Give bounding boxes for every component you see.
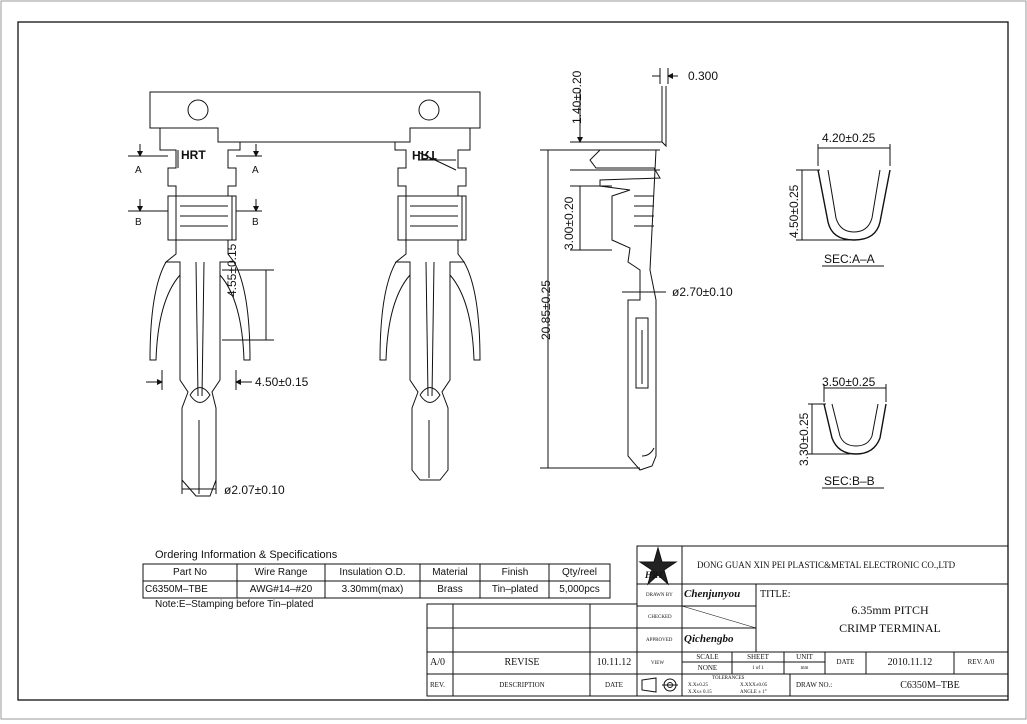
view-label: VIEW	[651, 661, 665, 666]
approved-label: APPROVED	[646, 638, 673, 643]
unit-label: UNIT	[796, 653, 813, 661]
scale-value: NONE	[697, 664, 718, 672]
cell-finish: Tin–plated	[491, 584, 539, 595]
sec-a-title: SEC:A–A	[824, 252, 875, 266]
sheet-label: SHEET	[747, 653, 769, 661]
dim-sec-a-height: 4.50±0.25	[787, 184, 801, 238]
tolerance-2: X.XXX±0.05	[740, 683, 768, 688]
sheet-value: 1 of 1	[752, 666, 764, 671]
title-block-grid	[636, 545, 1009, 697]
ordering-note: Note:E–Stamping before Tin–plated	[155, 599, 314, 610]
inner-border	[17, 21, 1009, 701]
description-header: DESCRIPTION	[499, 681, 545, 689]
company-name: DONG GUAN XIN PEI PLASTIC&METAL ELECTRON…	[697, 560, 956, 570]
dim-sec-b-width: 3.50±0.25	[822, 375, 876, 389]
date-header: DATE	[605, 681, 623, 689]
cell-wire-range: AWG#14–#20	[249, 584, 313, 595]
section-b-label-right: B	[252, 217, 259, 228]
rev-label: REV. A/0	[967, 658, 995, 666]
cell-insulation: 3.30mm(max)	[341, 584, 404, 595]
section-b-dims	[808, 384, 887, 455]
marking-left: HRT	[181, 148, 206, 162]
cell-material: Brass	[437, 584, 463, 595]
title-line1: 6.35mm PITCH	[851, 603, 929, 617]
logo-text: HRT	[645, 570, 664, 580]
drawn-by-label: DRAWN BY	[646, 593, 673, 598]
dim-overall-length: 20.85±0.25	[539, 280, 553, 340]
cell-qty: 5,000pcs	[559, 584, 600, 595]
dim-tip-diameter: ø2.07±0.10	[224, 483, 285, 497]
draw-no-value: C6350M–TBE	[900, 680, 960, 691]
marking-right: HRT	[412, 148, 437, 162]
section-a-a	[817, 169, 891, 241]
date-value: 2010.11.12	[887, 657, 933, 668]
header-insulation: Insulation O.D.	[339, 567, 406, 578]
front-view-terminals	[128, 91, 481, 497]
dim-sec-b-height: 3.30±0.25	[797, 412, 811, 466]
header-wire-range: Wire Range	[254, 567, 308, 578]
tolerances-label: TOLERANCES	[712, 676, 745, 681]
rev-description: REVISE	[504, 657, 540, 668]
dim-pitch-hole: 0.300	[688, 69, 719, 83]
rev-value: A/0	[430, 657, 445, 668]
date-label: DATE	[836, 658, 855, 666]
section-b-b	[823, 403, 887, 455]
ordering-table-grid	[142, 563, 611, 599]
side-view-terminal	[540, 68, 678, 471]
header-finish: Finish	[501, 567, 529, 578]
checked-label: CHECKED	[648, 615, 672, 620]
scale-label: SCALE	[696, 653, 719, 661]
ordering-title: Ordering Information & Specifications	[155, 549, 338, 561]
dim-barrel-length: 4.55±0.15	[225, 243, 239, 297]
hrt-logo	[638, 546, 678, 586]
projection-symbol	[641, 677, 678, 693]
header-part-no: Part No	[173, 567, 207, 578]
section-b-label-left: B	[135, 217, 142, 228]
tolerance-1: X.X±0.25	[688, 683, 708, 688]
title-line2: CRIMP TERMINAL	[839, 621, 941, 635]
dim-contact-diameter: ø2.70±0.10	[672, 285, 733, 299]
title-label: TITLE:	[760, 589, 791, 600]
dim-tab-height: 1.40±0.20	[570, 70, 584, 124]
approved-by-name: Qichengbo	[684, 633, 734, 645]
dim-sec-a-width: 4.20±0.25	[822, 131, 876, 145]
tolerance-4: ANGLE ± 1°	[740, 690, 767, 695]
dim-crimp-height: 3.00±0.20	[562, 196, 576, 250]
draw-no-label: DRAW NO.:	[796, 681, 833, 689]
section-a-dims	[796, 144, 891, 241]
sec-b-title: SEC:B–B	[824, 474, 875, 488]
dim-barrel-width: 4.50±0.15	[255, 375, 309, 389]
section-a-label-left: A	[135, 165, 142, 176]
tolerance-3: X.Xx± 0.15	[688, 690, 712, 695]
cell-part-no: C6350M–TBE	[145, 584, 208, 595]
rev-date: 10.11.12	[596, 657, 632, 668]
unit-value: mm	[800, 666, 809, 671]
drawn-by-name: Chenjunyou	[684, 588, 741, 600]
header-qty: Qty/reel	[561, 567, 597, 578]
rev-header: REV.	[430, 681, 445, 689]
header-material: Material	[432, 567, 468, 578]
section-a-label-right: A	[252, 165, 259, 176]
